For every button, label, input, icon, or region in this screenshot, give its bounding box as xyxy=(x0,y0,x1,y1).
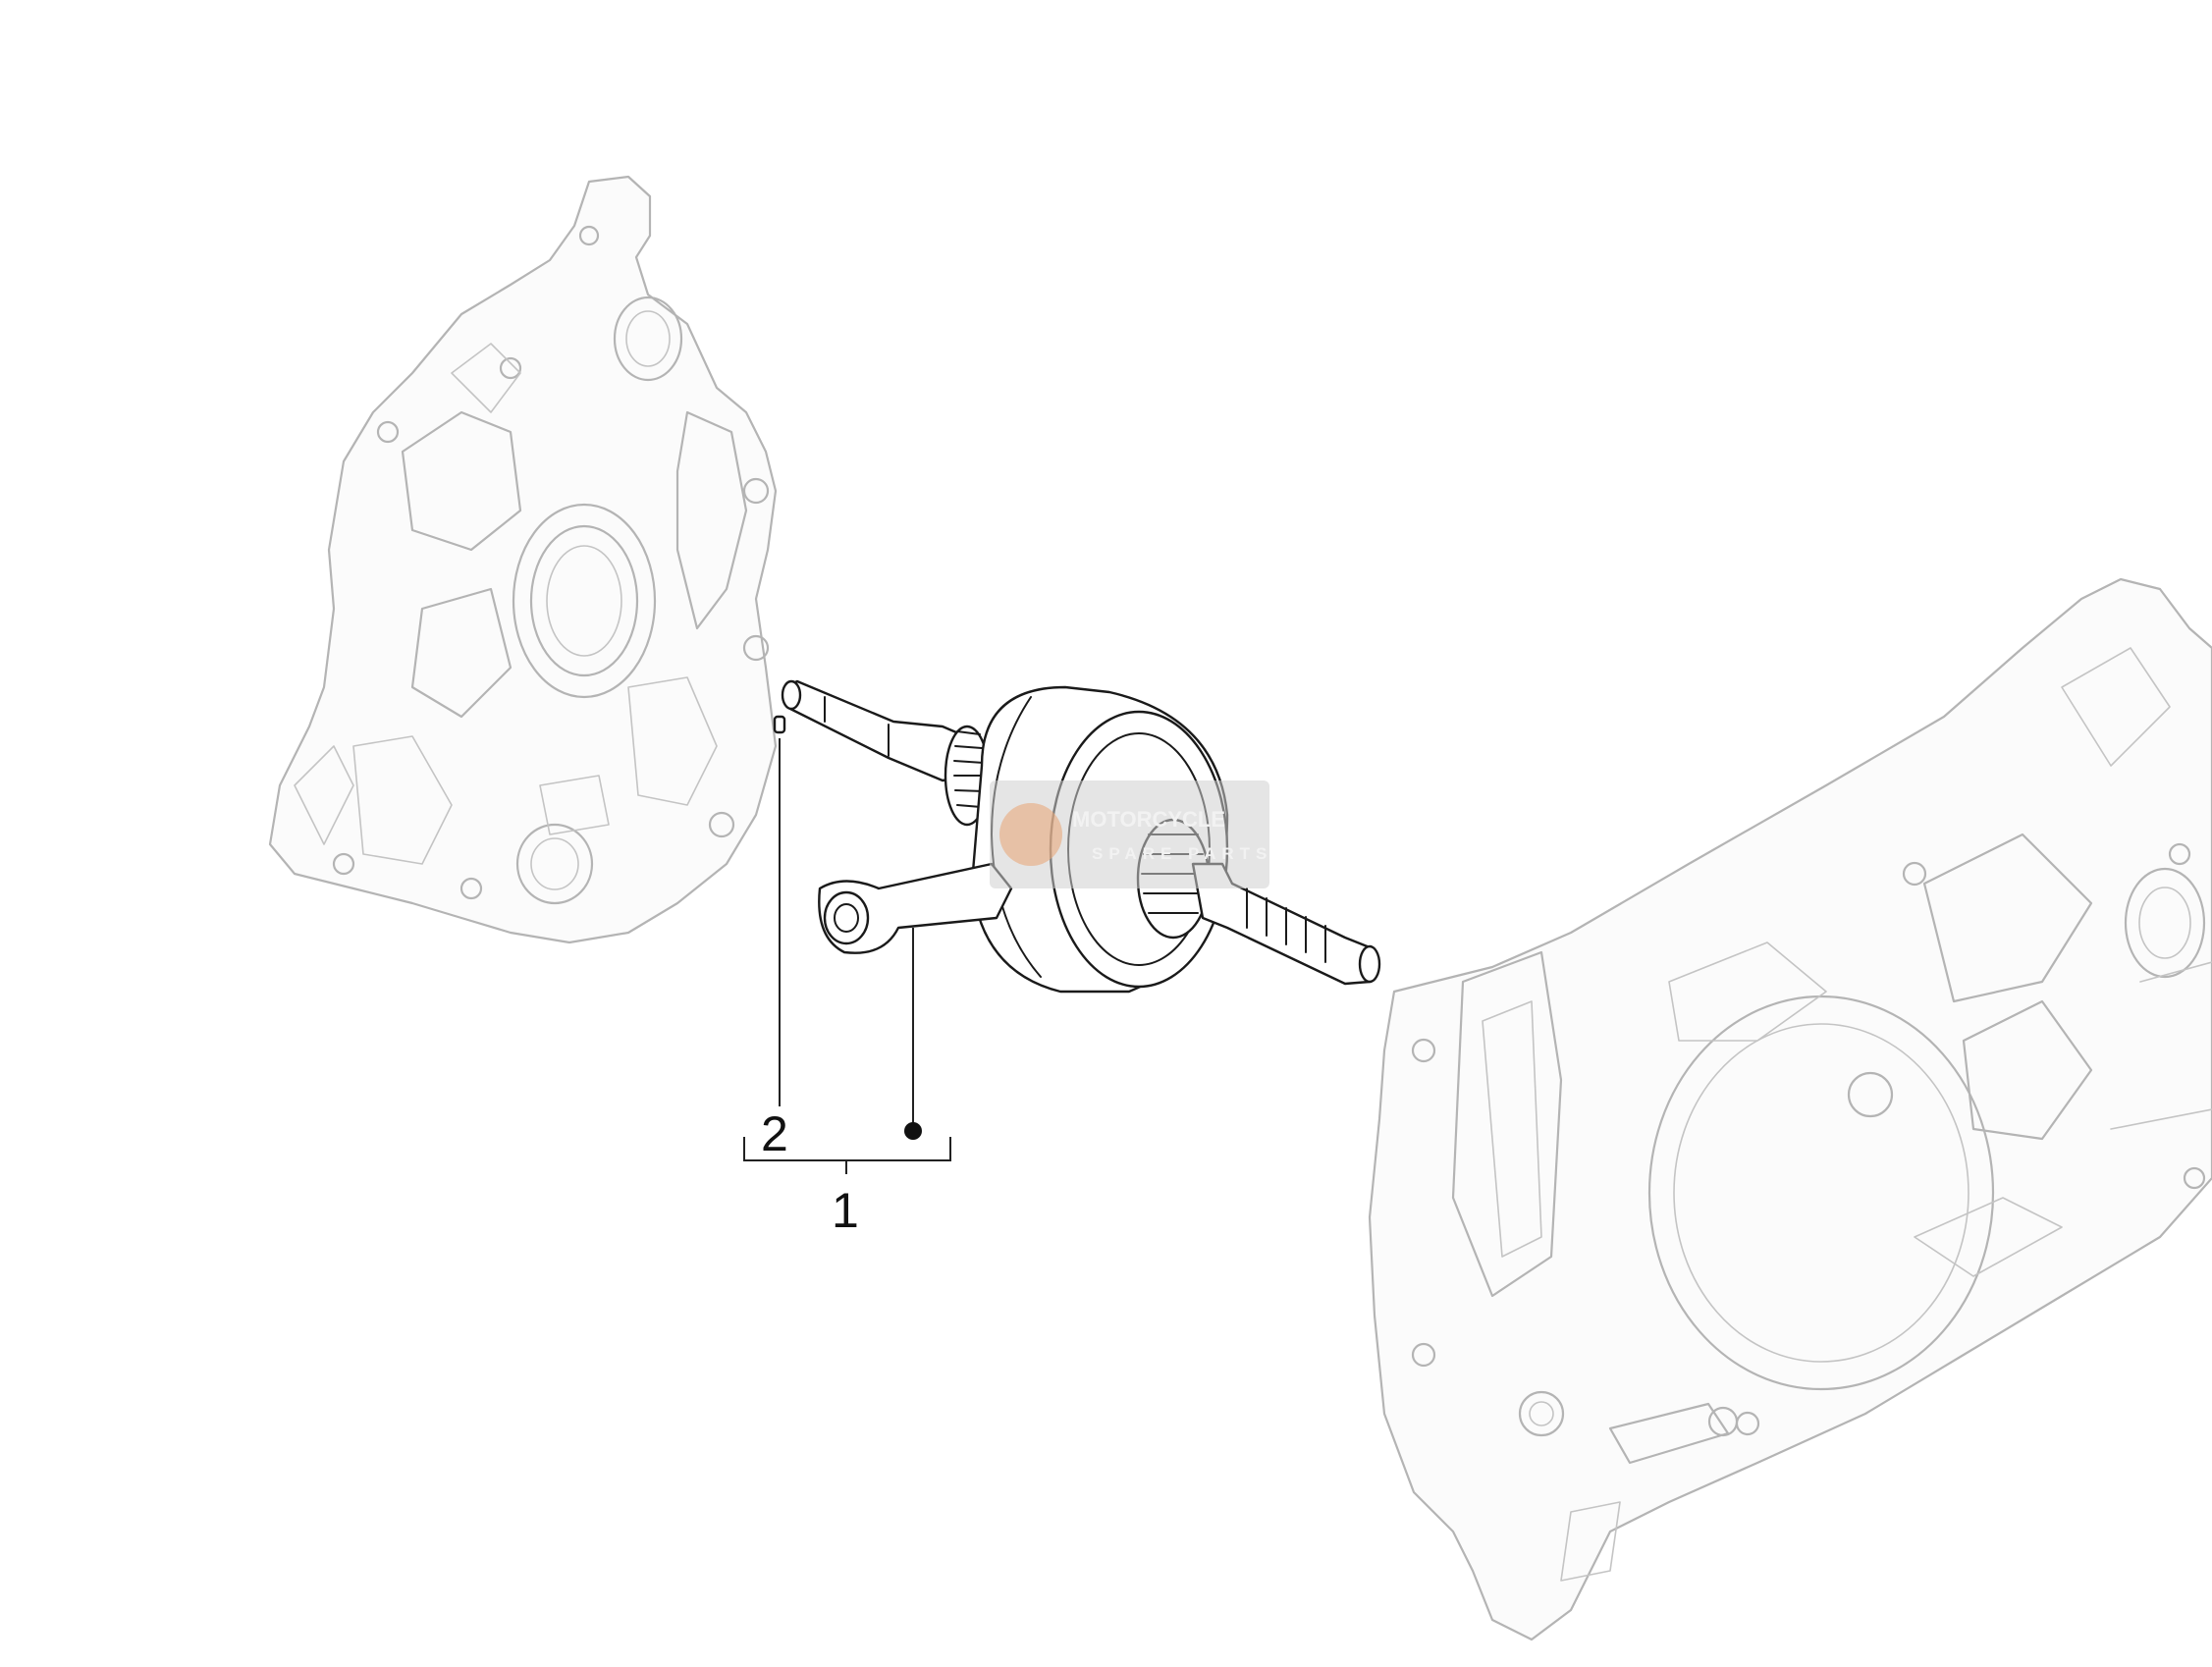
callout-2: 2 xyxy=(761,1106,788,1161)
watermark-logo-icon xyxy=(999,803,1062,866)
dowel-pin xyxy=(773,715,786,734)
callout-1: 1 xyxy=(832,1183,859,1238)
watermark: MOTORCYCLE SPARE PARTS xyxy=(990,780,1272,888)
watermark-line-2: SPARE PARTS xyxy=(1092,844,1272,863)
watermark-badge xyxy=(990,780,1269,888)
left-crankcase-half xyxy=(268,175,778,944)
watermark-line-1: MOTORCYCLE xyxy=(1072,807,1225,832)
leader-dot xyxy=(904,1122,922,1140)
callout-leaders xyxy=(743,738,951,1174)
right-crankcase-half xyxy=(1368,577,2212,1641)
